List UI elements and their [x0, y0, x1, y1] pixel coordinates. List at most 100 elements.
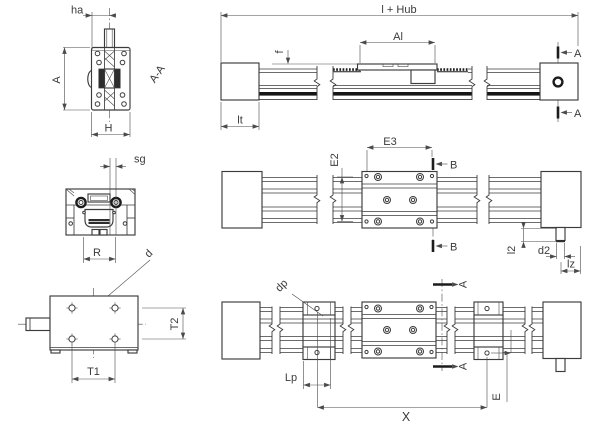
section-title: A-A — [147, 63, 168, 85]
dim-t1: T1 — [71, 344, 116, 383]
dim-label-h: H — [105, 123, 113, 135]
rail-plan — [262, 177, 541, 223]
dim-label-e: E — [491, 393, 503, 400]
belt-slot — [84, 208, 114, 228]
break-line — [329, 175, 337, 224]
drive-shaft — [555, 226, 566, 242]
dim-label-lp: Lp — [285, 372, 297, 384]
dim-label-t1: T1 — [87, 366, 100, 378]
clamp-hole — [314, 305, 320, 312]
end-block-right — [540, 170, 582, 229]
screw-hole — [96, 92, 102, 98]
dim-x: X — [317, 312, 488, 424]
screw-hole — [121, 101, 127, 107]
dim-l2: l2 — [506, 222, 557, 254]
dim-d: d — [100, 247, 155, 303]
clamping-profile-2 — [473, 301, 504, 361]
rail-profile — [259, 68, 540, 101]
break-line — [483, 66, 491, 100]
dim-label-lt: lt — [237, 115, 243, 127]
dim-al: Al — [359, 31, 436, 63]
view-section-aa: ha A H A-A — [51, 5, 168, 137]
dim-t2: T2 — [142, 307, 186, 340]
shaft — [103, 28, 116, 49]
screw-hole — [119, 92, 126, 98]
dim-ha: ha — [71, 5, 116, 50]
break-line — [339, 306, 347, 354]
screw-hole — [119, 59, 126, 66]
dim-r: R — [83, 237, 116, 263]
dim-label-ha: ha — [71, 5, 84, 17]
screw-hole — [96, 59, 102, 66]
section-label-a: A — [574, 108, 582, 120]
dim-label-t2: T2 — [169, 318, 181, 331]
dim-lt: lt — [220, 102, 260, 130]
break-line — [347, 306, 355, 354]
dim-lp: Lp — [285, 318, 331, 389]
carriage-plan — [361, 170, 438, 229]
dim-label-d2: d2 — [538, 245, 550, 257]
dim-l-hub: l + Hub — [220, 4, 579, 62]
break-line — [485, 175, 493, 224]
section-mark-b-bottom: B — [431, 240, 457, 254]
dim-e2: E2 — [329, 153, 353, 222]
dim-label-x: X — [402, 410, 411, 424]
dim-a: A — [51, 47, 90, 111]
dim-label-d: d — [142, 247, 155, 260]
end-block-left — [221, 301, 261, 360]
end-block-left — [220, 62, 260, 101]
break-line — [521, 306, 529, 354]
break-line — [443, 306, 451, 354]
screw-hole — [94, 101, 101, 107]
section-label-a: A — [458, 362, 470, 370]
dim-label-a: A — [51, 76, 63, 84]
break-line — [329, 66, 337, 100]
break-line — [276, 306, 284, 354]
dim-label-e3: E3 — [383, 136, 396, 148]
dim-label-lz: lz — [567, 259, 575, 271]
section-label-b: B — [450, 160, 457, 172]
view-block-bottom: T2 T1 — [18, 288, 186, 383]
section-mark-a-bottom: A — [433, 362, 470, 370]
view-plan-clamping: dp A A Lp X — [221, 277, 582, 424]
screw-hole — [121, 50, 127, 57]
carriage-plan — [361, 301, 437, 359]
dim-label-dp: dp — [273, 277, 290, 294]
clamp-hole — [484, 350, 490, 356]
dim-label-sg: sg — [134, 154, 146, 166]
section-mark-a-top: A — [556, 46, 582, 60]
clamp-hole — [484, 305, 490, 312]
break-line — [528, 306, 536, 354]
drive-shaft — [555, 357, 566, 373]
break-line — [451, 306, 459, 354]
section-mark-a-top: A — [433, 280, 470, 288]
shaft-hole — [552, 76, 564, 88]
carriage-side — [333, 63, 468, 85]
dim-label-e2: E2 — [329, 153, 341, 166]
dim-d2: d2 — [538, 243, 575, 259]
view-carriage-front: sg R d — [65, 154, 155, 303]
section-label-a: A — [458, 280, 470, 288]
dim-label-l-hub: l + Hub — [381, 4, 416, 16]
dim-sg: sg — [100, 154, 146, 235]
section-label-b: B — [450, 242, 457, 254]
housing-body — [87, 46, 131, 111]
section-mark-a-bottom: A — [556, 106, 582, 120]
break-line — [313, 66, 321, 100]
break-line — [473, 175, 481, 224]
break-line — [268, 306, 276, 354]
dim-label-f: f — [274, 50, 286, 54]
dim-e: E — [491, 330, 512, 402]
dim-label-r: R — [93, 247, 101, 259]
dim-e3: E3 — [366, 136, 433, 171]
dim-f: f — [272, 50, 358, 65]
clamp-hole — [314, 349, 320, 356]
section-mark-b-top: B — [431, 158, 457, 172]
screw-hole — [94, 50, 101, 57]
view-side-elevation: l + Hub f Al lt — [220, 4, 582, 130]
dim-h: H — [91, 112, 131, 137]
end-block-right — [542, 301, 582, 360]
break-line — [313, 175, 321, 224]
dim-label-l2: l2 — [506, 246, 518, 255]
